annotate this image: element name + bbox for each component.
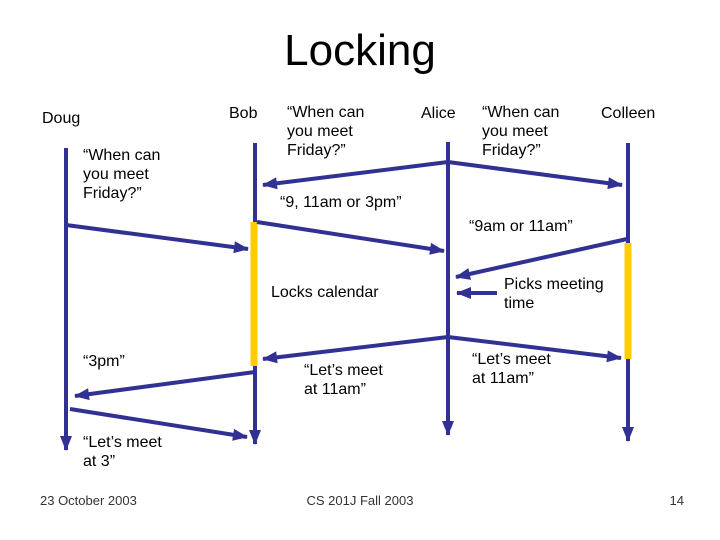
arrow-ask-doug-to-bob xyxy=(65,223,249,254)
actor-colleen: Colleen xyxy=(601,105,656,122)
arrow-reply-bob-to-alice xyxy=(256,220,445,255)
actor-alice: Alice xyxy=(421,105,456,122)
label-colleen-reply: “9am or 11am” xyxy=(469,218,573,235)
actor-bob: Bob xyxy=(229,105,258,122)
label-confirm-to-bob: “Let’s meet at 11am” xyxy=(304,362,383,398)
slide-title: Locking xyxy=(284,26,436,75)
footer-course: CS 201J Fall 2003 xyxy=(306,493,414,508)
footer-page-number: 14 xyxy=(669,493,684,508)
arrow-reply-colleen-to-alice xyxy=(455,237,628,280)
label-ask-alice-to-bob: “When can you meet Friday?” xyxy=(287,104,365,159)
label-ask-from-doug: “When can you meet Friday?” xyxy=(83,147,161,202)
arrow-confirm-alice-to-colleen xyxy=(447,335,622,363)
label-bob-3pm-reply: “3pm” xyxy=(83,353,125,370)
arrow-ask-alice-to-bob xyxy=(262,160,449,190)
arrow-ask-alice-to-colleen xyxy=(447,160,623,190)
label-locks-calendar: Locks calendar xyxy=(271,284,379,301)
arrow-reply-bob-to-doug xyxy=(74,370,256,401)
actor-doug: Doug xyxy=(42,110,81,127)
label-ask-alice-to-colleen: “When can you meet Friday?” xyxy=(482,104,560,159)
label-doug-confirm: “Let’s meet at 3” xyxy=(83,434,162,470)
label-picks-meeting-time: Picks meeting time xyxy=(504,276,604,312)
arrow-confirm-alice-to-bob xyxy=(262,335,449,364)
label-confirm-to-colleen: “Let’s meet at 11am” xyxy=(472,351,551,387)
label-bob-reply: “9, 11am or 3pm” xyxy=(280,194,402,211)
arrow-confirm-doug-to-bob xyxy=(69,407,248,441)
footer-date: 23 October 2003 xyxy=(40,493,137,508)
